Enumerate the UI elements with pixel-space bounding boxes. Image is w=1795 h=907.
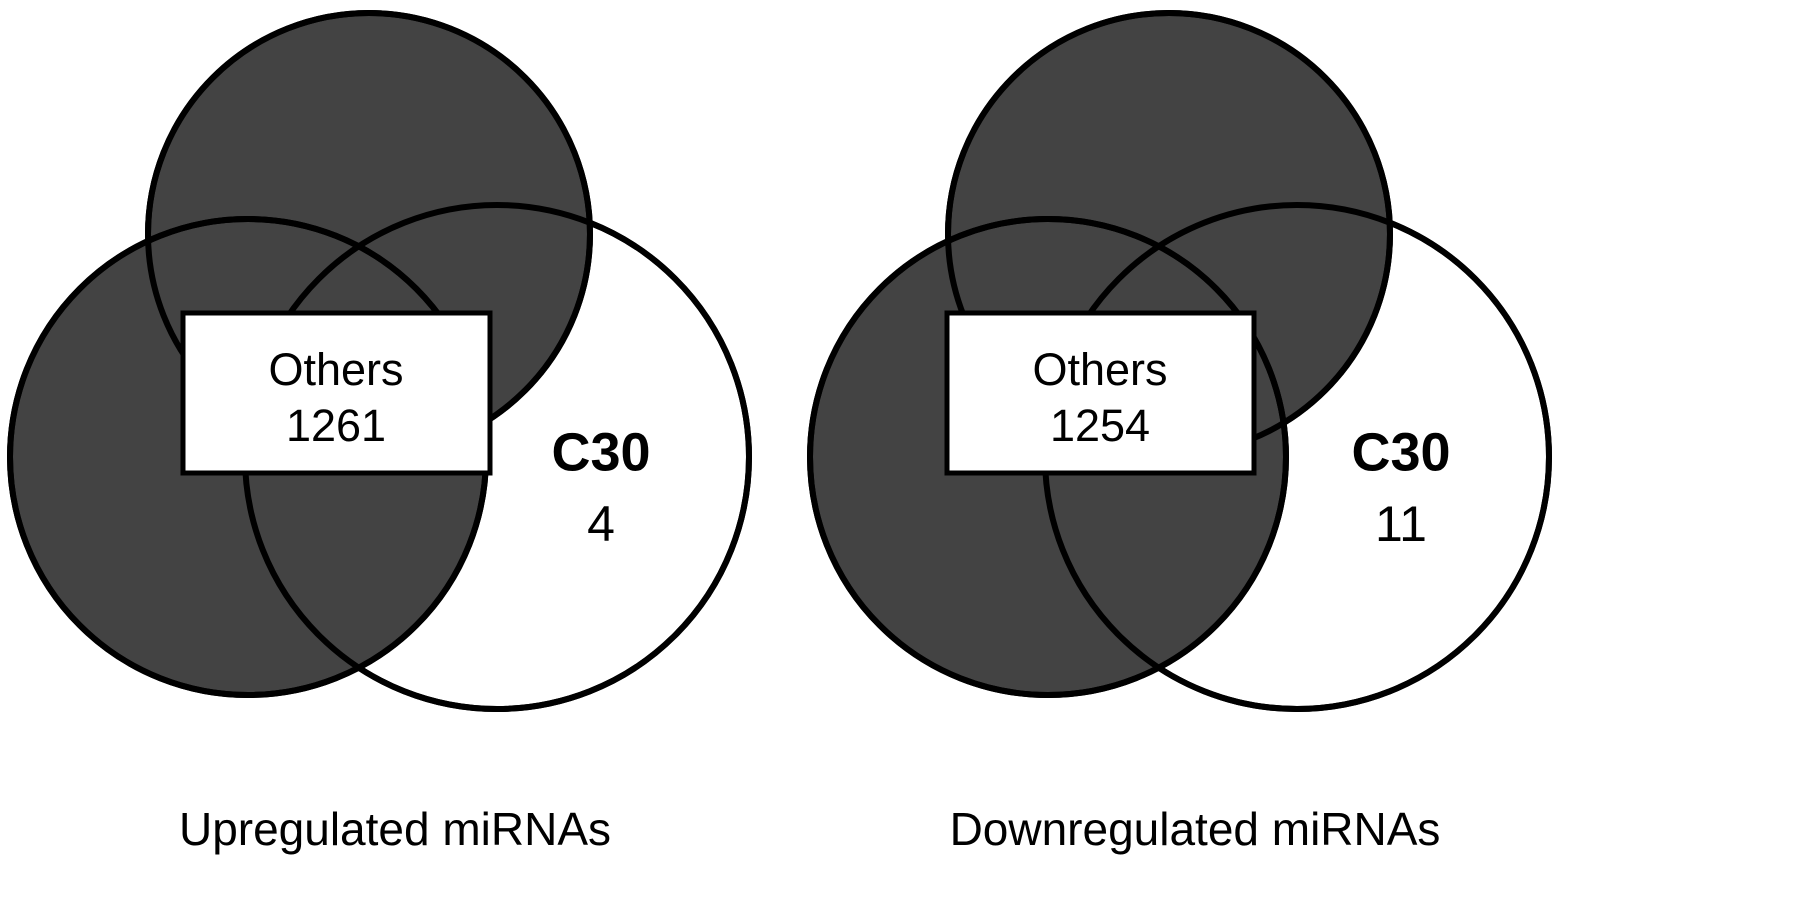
others-label-title: Others <box>268 344 403 395</box>
caption-upregulated: Upregulated miRNAs <box>178 803 612 855</box>
caption-downregulated: Downregulated miRNAs <box>949 803 1441 855</box>
c30-label-title: C30 <box>1351 422 1450 482</box>
c30-label-title: C30 <box>551 422 650 482</box>
others-label-count: 1261 <box>286 400 386 451</box>
venn-panel-downregulated: Others 1254 C30 11 Downregulated miRNAs <box>800 0 1795 907</box>
c30-label-count: 11 <box>1375 496 1427 552</box>
others-label-box <box>944 310 1257 476</box>
others-label-count: 1254 <box>1050 400 1150 451</box>
venn-diagram-upregulated: Others 1261 C30 4 <box>7 10 752 712</box>
venn-panel-upregulated: Others 1261 C30 4 Upregulated miRNAs <box>0 0 790 907</box>
circle-bottom-left-set-outline <box>807 216 1289 698</box>
others-label-title: Others <box>1032 344 1167 395</box>
venn-diagram-downregulated: Others 1254 C30 11 <box>807 10 1552 712</box>
others-label-box <box>180 310 493 476</box>
c30-label-count: 4 <box>587 496 615 552</box>
